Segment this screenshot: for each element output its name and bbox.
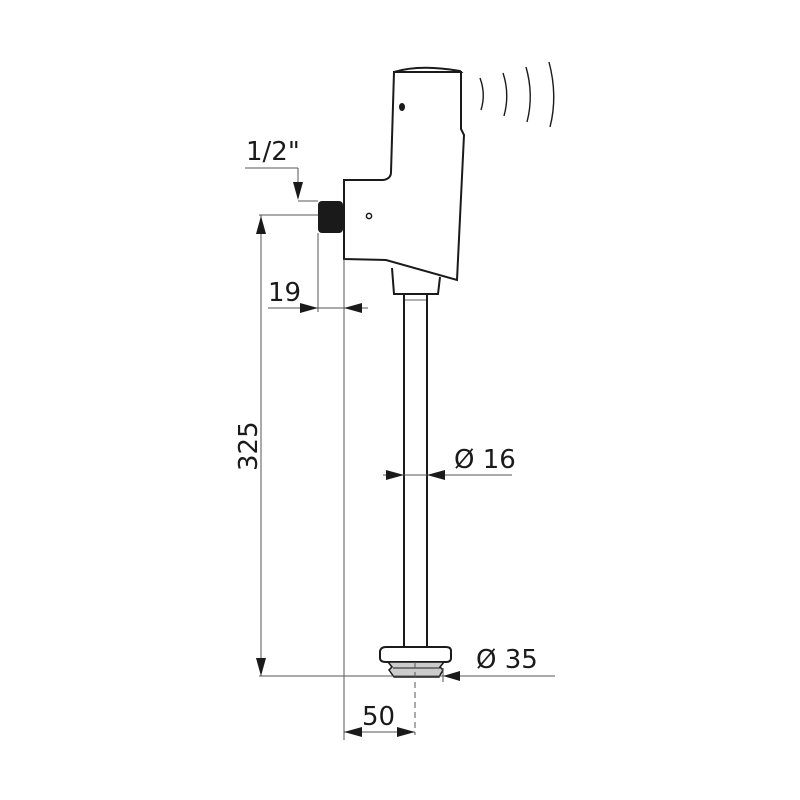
label-outlet-diameter: Ø 35 (476, 645, 538, 675)
sensor-window-icon (399, 103, 405, 111)
dim-pipe-diameter: Ø 16 (383, 445, 516, 480)
sensor-waves-icon (479, 61, 555, 128)
label-inlet-offset: 19 (268, 278, 301, 308)
valve-body (343, 66, 466, 282)
dim-inlet-thread: 1/2" (245, 137, 318, 202)
pipe (403, 294, 428, 648)
label-pipe-diameter: Ø 16 (454, 445, 516, 475)
connector (391, 267, 441, 295)
dim-height: 325 (234, 214, 555, 677)
label-inlet-thread: 1/2" (246, 137, 300, 167)
dim-outlet-diameter: Ø 35 (442, 645, 538, 682)
body-outline (343, 71, 466, 282)
dim-outlet-offset: 50 (344, 702, 415, 737)
label-height: 325 (234, 421, 264, 471)
outlet-flange (379, 646, 452, 735)
screw-icon (365, 212, 373, 220)
inlet-thread (318, 201, 343, 233)
label-outlet-offset: 50 (362, 702, 395, 732)
dim-inlet-offset: 19 (268, 233, 368, 740)
